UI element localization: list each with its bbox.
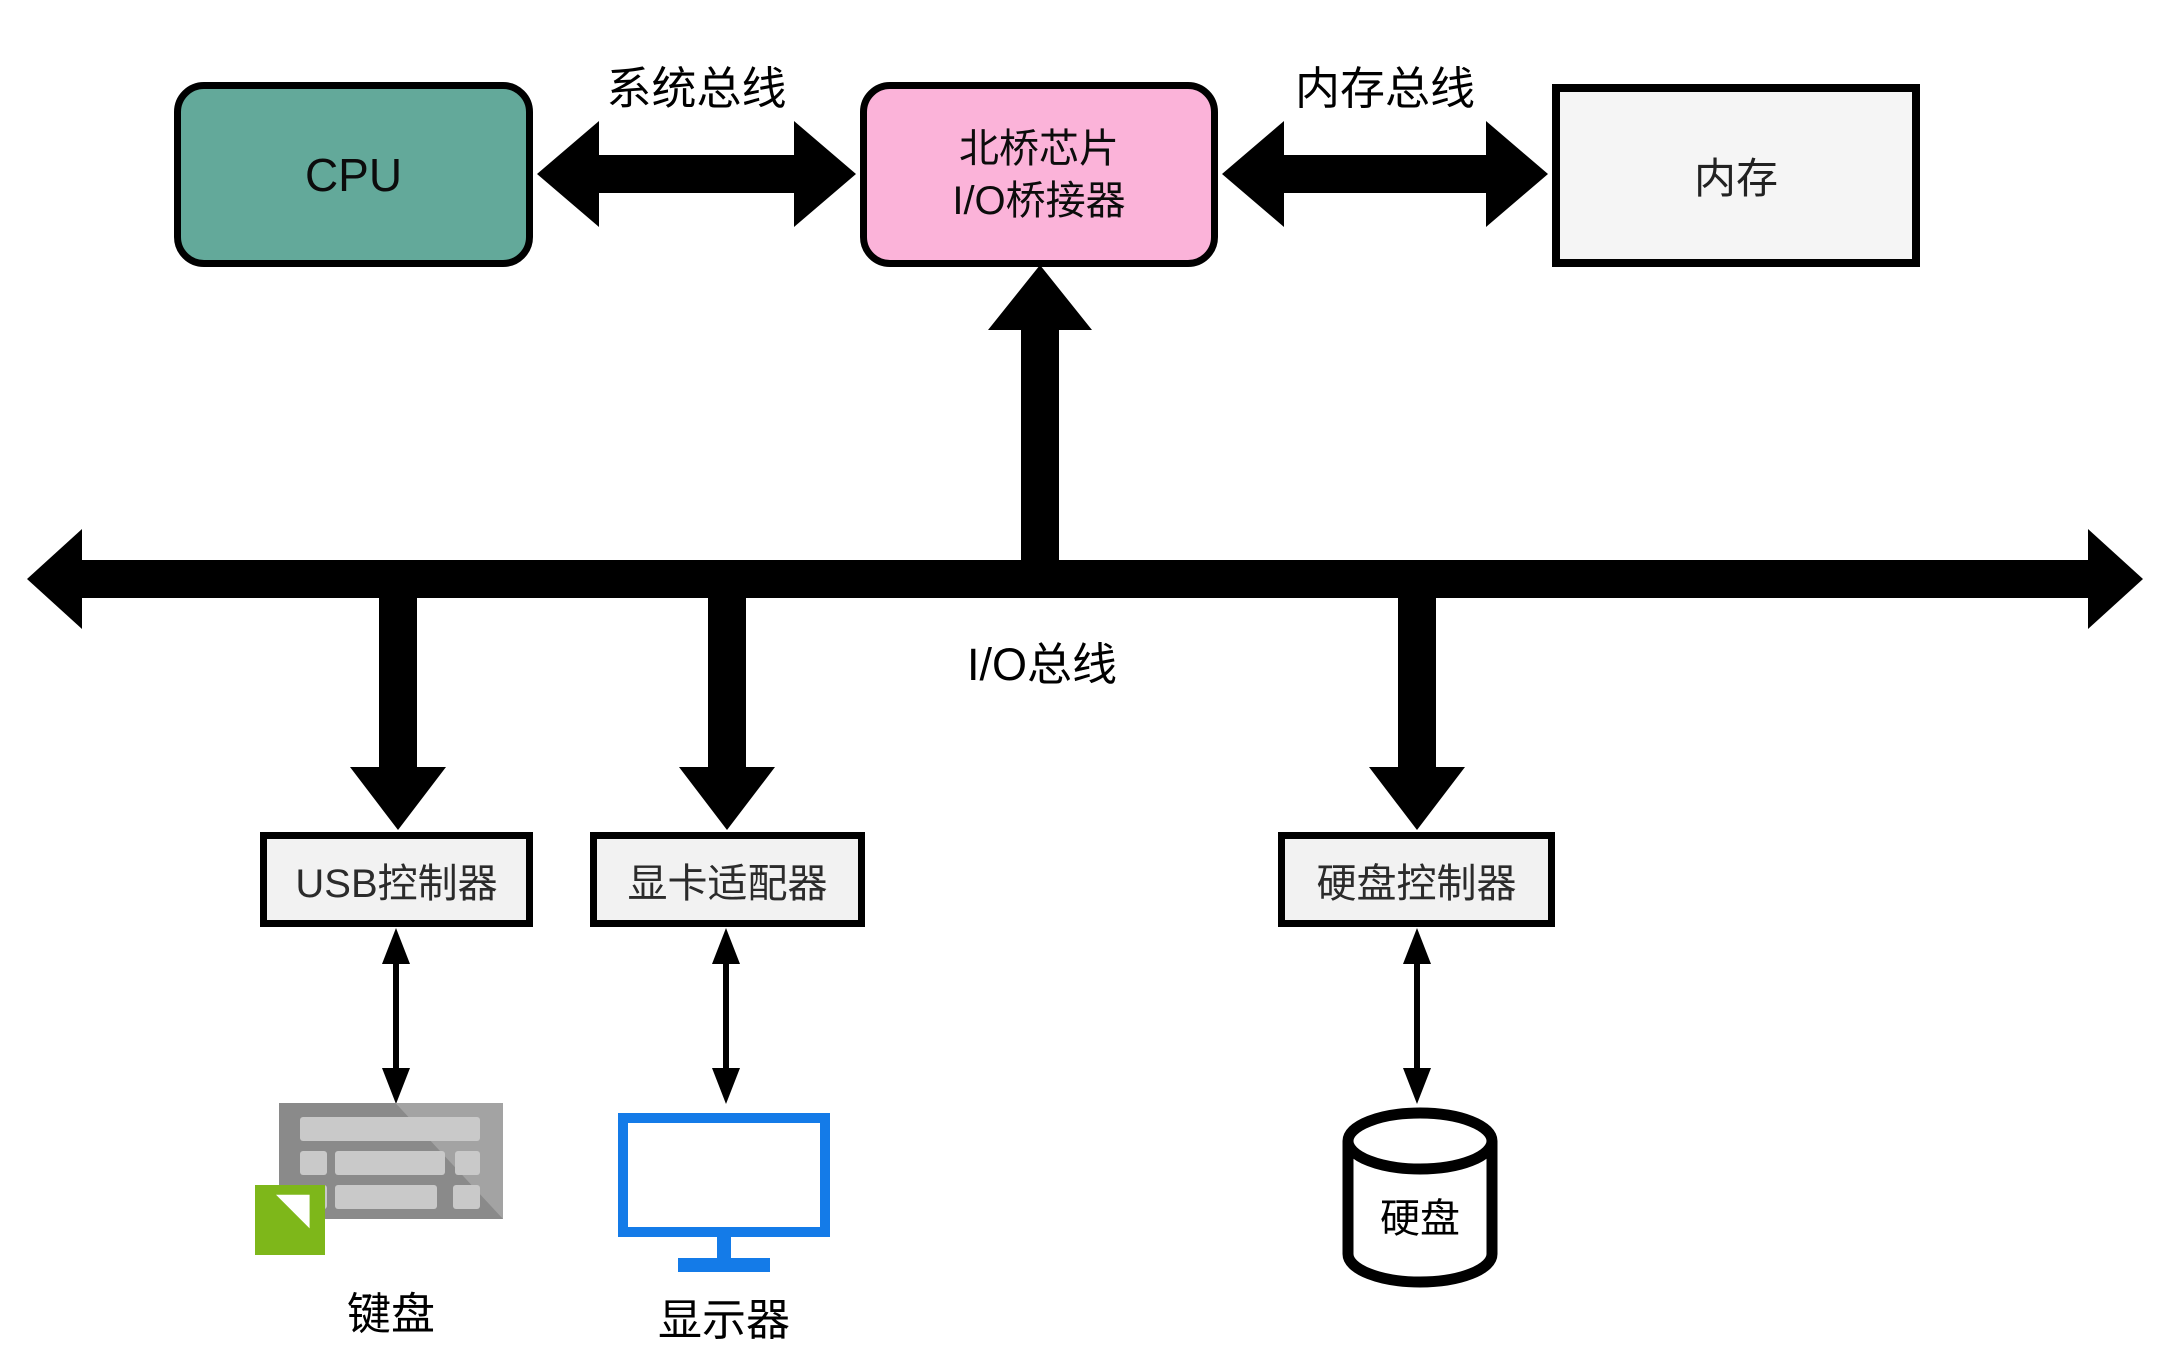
graphics-drop-arrow [679, 560, 775, 830]
keyboard-label: 键盘 [347, 1290, 435, 1339]
system-bus-label: 系统总线 [606, 63, 787, 114]
northbridge-node: 北桥芯片 I/O桥接器 [860, 82, 1218, 267]
memory-bus-label: 内存总线 [1294, 63, 1475, 114]
keyboard-key [335, 1151, 445, 1175]
io-bus-label: I/O总线 [966, 639, 1117, 690]
graphics-adapter-label: 显卡适配器 [627, 861, 828, 906]
cpu-label: CPU [304, 148, 403, 201]
memory-node: 内存 [1552, 84, 1920, 267]
disk-controller-node: 硬盘控制器 [1278, 832, 1555, 927]
graphics-adapter-node: 显卡适配器 [590, 832, 865, 927]
monitor-stand-neck [717, 1237, 731, 1263]
usb-controller-label: USB控制器 [295, 861, 498, 906]
monitor-icon [618, 1113, 830, 1273]
usb-controller-node: USB控制器 [260, 832, 533, 927]
usb-drop-arrow [350, 560, 446, 830]
disk-cylinder-icon [1342, 1107, 1498, 1288]
monitor-stand-base [678, 1258, 770, 1272]
northbridge-label-line1: 北桥芯片 [959, 126, 1119, 171]
graphics-monitor-arrow [712, 928, 740, 1104]
disk-controller-label: 硬盘控制器 [1316, 861, 1517, 906]
cpu-node: CPU [174, 82, 533, 267]
northbridge-label-line2: I/O桥接器 [952, 178, 1126, 223]
keyboard-key [335, 1185, 437, 1209]
monitor-screen [618, 1113, 830, 1237]
keyboard-key [300, 1117, 480, 1141]
disk-label: 硬盘 [1380, 1197, 1460, 1241]
system-bus-arrow [537, 121, 856, 227]
cursor-triangle [276, 1194, 310, 1229]
memory-label: 内存 [1693, 155, 1778, 202]
usb-keyboard-arrow [382, 928, 410, 1104]
disk-drop-arrow [1369, 560, 1465, 830]
keyboard-key [455, 1151, 480, 1175]
monitor-label: 显示器 [658, 1296, 790, 1345]
keyboard-key [300, 1151, 327, 1175]
northbridge-iobus-connector-arrow [988, 265, 1092, 598]
diskctrl-disk-arrow [1403, 928, 1431, 1104]
memory-bus-arrow [1222, 121, 1548, 227]
keyboard-icon [255, 1103, 505, 1258]
keyboard-key [453, 1185, 480, 1209]
io-bus-arrow [27, 529, 2143, 629]
cursor-badge-icon [255, 1185, 325, 1255]
